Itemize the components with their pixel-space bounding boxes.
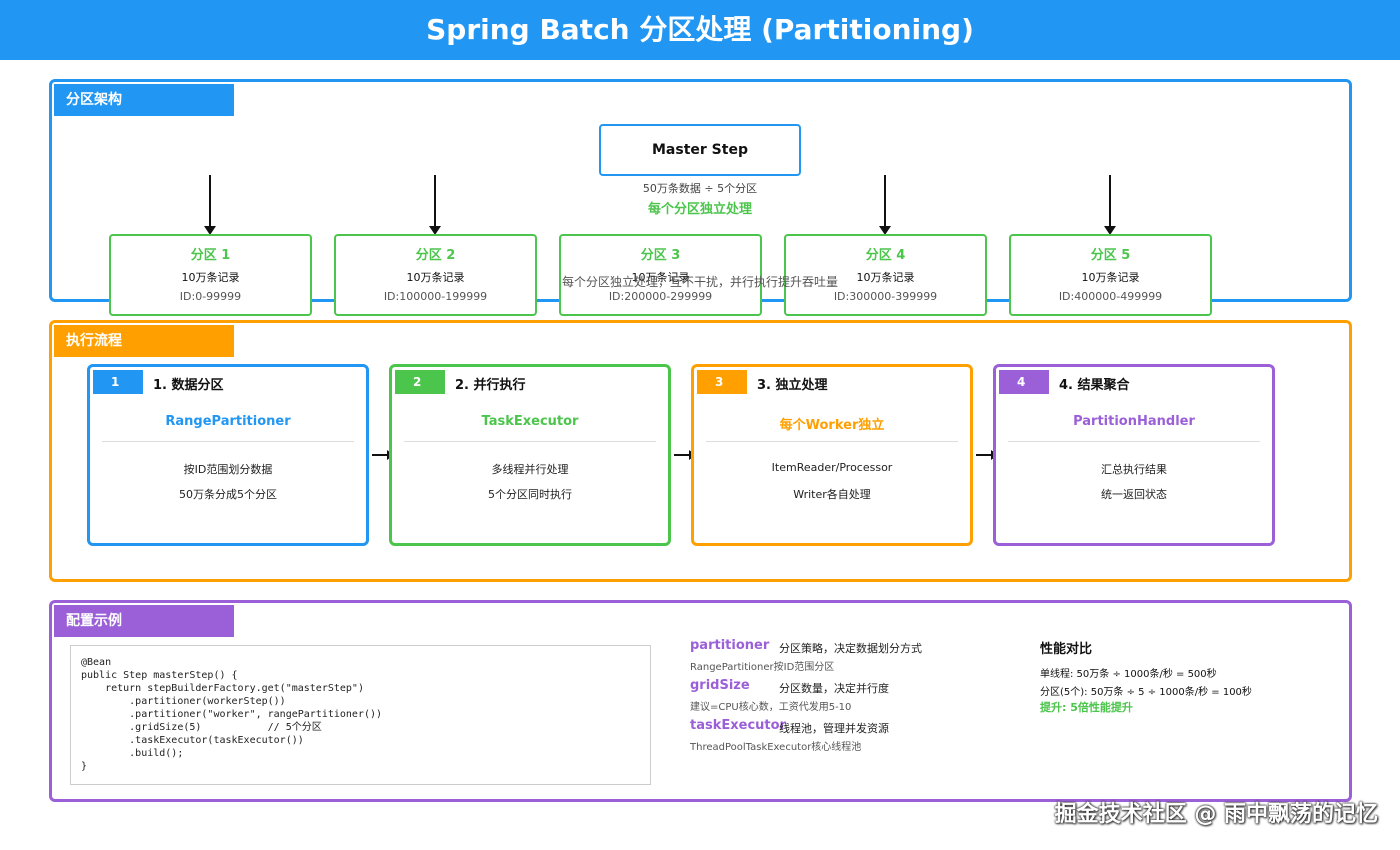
partition-title: 分区 3 xyxy=(640,248,681,263)
flow-divider xyxy=(706,441,958,442)
flow-step-title: 4. 结果聚合 xyxy=(1059,378,1130,393)
flow-step-4: 4 4. 结果聚合 PartitionHandler 汇总执行结果 统一返回状态 xyxy=(993,364,1275,546)
partition-count: 10万条记录 xyxy=(1081,271,1140,284)
partition-box-2: 分区 2 10万条记录 ID:100000-199999 xyxy=(334,234,537,316)
partition-count: 10万条记录 xyxy=(406,271,465,284)
header-bar: Spring Batch 分区处理 (Partitioning) xyxy=(0,0,1400,60)
flow-step-component: TaskExecutor xyxy=(481,414,579,429)
partition-count: 10万条记录 xyxy=(181,271,240,284)
flow-divider xyxy=(102,441,354,442)
flow-step-line2: 统一返回状态 xyxy=(1101,488,1167,501)
flow-arrow-3 xyxy=(976,450,998,460)
param-partitioner-desc: 分区策略，决定数据划分方式 xyxy=(779,642,922,655)
partition-box-5: 分区 5 10万条记录 ID:400000-499999 xyxy=(1009,234,1212,316)
partition-count: 10万条记录 xyxy=(856,271,915,284)
partition-box-4: 分区 4 10万条记录 ID:300000-399999 xyxy=(784,234,987,316)
flow-step-line1: 汇总执行结果 xyxy=(1101,463,1167,476)
code-block: @Bean public Step masterStep() { return … xyxy=(70,645,651,785)
arrow-to-partition-4 xyxy=(879,175,891,235)
partition-range: ID:400000-499999 xyxy=(1058,290,1163,303)
param-taskexecutor-desc: 线程池，管理并发资源 xyxy=(779,722,889,735)
partition-title: 分区 4 xyxy=(865,248,906,263)
overlay-note: 每个分区独立处理，互不干扰，并行执行提升吞吐量 xyxy=(561,275,838,289)
arrow-to-partition-5 xyxy=(1104,175,1116,235)
partition-box-1: 分区 1 10万条记录 ID:0-99999 xyxy=(109,234,312,316)
flow-step-line2: Writer各自处理 xyxy=(793,488,871,501)
partition-box-3: 分区 3 10万条记录 ID:200000-299999 xyxy=(559,234,762,316)
flow-divider xyxy=(1008,441,1260,442)
partition-range: ID:300000-399999 xyxy=(833,290,938,303)
partition-title: 分区 5 xyxy=(1090,248,1131,263)
flow-step-line1: 按ID范围划分数据 xyxy=(183,463,273,476)
flow-step-number: 4 xyxy=(999,370,1049,394)
flow-step-component: PartitionHandler xyxy=(1073,414,1195,429)
page-title: Spring Batch 分区处理 (Partitioning) xyxy=(426,13,974,46)
param-gridsize-name: gridSize xyxy=(690,678,750,693)
perf-partitioned: 分区(5个): 50万条 ÷ 5 ÷ 1000条/秒 = 100秒 xyxy=(1040,687,1252,698)
split-note: 50万条数据 ÷ 5个分区 xyxy=(642,182,758,195)
param-taskexecutor-note: ThreadPoolTaskExecutor核心线程池 xyxy=(690,742,862,753)
master-step-box: Master Step xyxy=(599,124,801,176)
perf-single-thread: 单线程: 50万条 ÷ 1000条/秒 = 500秒 xyxy=(1040,669,1217,680)
partition-range: ID:0-99999 xyxy=(179,290,242,303)
flow-step-line2: 5个分区同时执行 xyxy=(488,488,572,501)
param-taskexecutor-name: taskExecutor xyxy=(690,718,786,733)
perf-gain: 提升: 5倍性能提升 xyxy=(1040,701,1133,714)
flow-step-line2: 50万条分成5个分区 xyxy=(179,488,277,501)
flow-step-number: 2 xyxy=(395,370,445,394)
param-partitioner-name: partitioner xyxy=(690,638,770,653)
arrow-to-partition-1 xyxy=(204,175,216,235)
independent-note: 每个分区独立处理 xyxy=(647,202,752,217)
flow-step-line1: 多线程并行处理 xyxy=(491,463,569,476)
partition-title: 分区 1 xyxy=(190,248,231,263)
flow-divider xyxy=(404,441,656,442)
flow-step-component: 每个Worker独立 xyxy=(779,418,885,433)
flow-step-title: 2. 并行执行 xyxy=(455,378,526,393)
param-partitioner-note: RangePartitioner按ID范围分区 xyxy=(690,662,835,673)
config-tag: 配置示例 xyxy=(54,605,234,637)
flow-step-2: 2 2. 并行执行 TaskExecutor 多线程并行处理 5个分区同时执行 xyxy=(389,364,671,546)
arrow-to-partition-2 xyxy=(429,175,441,235)
flow-step-3: 3 3. 独立处理 每个Worker独立 ItemReader/Processo… xyxy=(691,364,973,546)
flow-step-title: 3. 独立处理 xyxy=(757,378,828,393)
param-gridsize-note: 建议=CPU核心数，工资代发用5-10 xyxy=(690,702,852,713)
flow-step-title: 1. 数据分区 xyxy=(153,378,224,393)
flow-step-1: 1 1. 数据分区 RangePartitioner 按ID范围划分数据 50万… xyxy=(87,364,369,546)
flow-tag: 执行流程 xyxy=(54,325,234,357)
flow-arrow-1 xyxy=(372,450,394,460)
watermark: 掘金技术社区 @ 雨中飘荡的记忆 xyxy=(1054,802,1378,827)
param-gridsize-desc: 分区数量，决定并行度 xyxy=(779,682,889,695)
flow-step-component: RangePartitioner xyxy=(165,414,291,429)
architecture-tag: 分区架构 xyxy=(54,84,234,116)
partition-title: 分区 2 xyxy=(415,248,456,263)
partition-range: ID:200000-299999 xyxy=(608,290,713,303)
flow-arrow-2 xyxy=(674,450,696,460)
partition-range: ID:100000-199999 xyxy=(383,290,488,303)
perf-title: 性能对比 xyxy=(1040,642,1093,657)
partition-count: 10万条记录 xyxy=(631,271,690,284)
flow-step-number: 3 xyxy=(697,370,747,394)
flow-step-line1: ItemReader/Processor xyxy=(771,461,893,474)
flow-step-number: 1 xyxy=(93,370,143,394)
